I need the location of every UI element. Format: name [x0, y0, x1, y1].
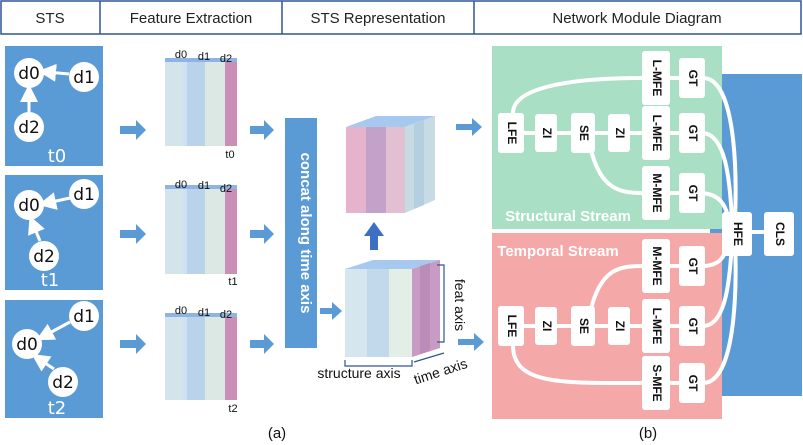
- module-top-mfe: M-MFE: [650, 246, 664, 285]
- sts-node-d0: d0: [16, 335, 38, 355]
- feature-time-label: t2: [228, 403, 237, 415]
- sts-node-d1: d1: [73, 185, 95, 205]
- temporal-connections: [511, 264, 680, 386]
- feature-col-d1: d1: [198, 51, 210, 63]
- feature-block-t0: d0 d1 d2 t0: [165, 49, 237, 161]
- module-gt: GT: [686, 70, 700, 87]
- header-feature-extraction: Feature Extraction: [130, 10, 253, 27]
- structural-modules: LFE ZI SE ZI L-MFE L-MFE M-MFE GT GT GT: [498, 51, 705, 220]
- arrows-feature-to-concat: [250, 120, 274, 354]
- module-zi: ZI: [613, 321, 627, 332]
- caption-b: (b): [639, 425, 657, 442]
- network-diagram: Structural Stream Temporal Stream: [492, 46, 802, 419]
- feature-block-t2: d0 d1 d2 t2: [165, 305, 238, 415]
- module-mid-mfe: L-MFE: [650, 115, 664, 152]
- feature-col-d2: d2: [220, 309, 232, 321]
- arrow-up: [364, 222, 384, 250]
- module-gt: GT: [686, 125, 700, 142]
- sts-node-d2: d2: [18, 118, 40, 138]
- module-cls: CLS: [773, 222, 787, 246]
- feature-col-d0: d0: [175, 305, 187, 317]
- feature-time-label: t1: [228, 276, 237, 288]
- header-sts: STS: [35, 10, 64, 27]
- concat-label: concat along time axis: [297, 153, 314, 314]
- sts-node-d0: d0: [18, 196, 40, 216]
- sts-panel-t2: d0 d1 d2 t2: [5, 300, 103, 419]
- module-gt: GT: [686, 375, 700, 392]
- sts-panel-t1: d0 d1 d2 t1: [5, 175, 103, 291]
- temporal-modules: LFE ZI SE ZI M-MFE L-MFE S-MFE GT GT GT: [498, 239, 705, 410]
- module-se: SE: [577, 125, 591, 141]
- feat-axis-label: feat axis: [452, 279, 468, 331]
- module-lfe: LFE: [505, 122, 519, 145]
- module-hfe: HFE: [731, 222, 745, 246]
- module-top-mfe: L-MFE: [650, 60, 664, 97]
- feature-block-t1: d0 d1 d2 t1: [165, 179, 238, 288]
- module-zi: ZI: [540, 321, 554, 332]
- concat-bar: concat along time axis: [285, 118, 317, 348]
- feature-col-d2: d2: [220, 53, 232, 65]
- module-gt: GT: [686, 258, 700, 275]
- module-zi: ZI: [540, 128, 554, 139]
- feature-col-d2: d2: [220, 183, 232, 195]
- arrows-sts-to-feature: [120, 120, 146, 354]
- module-gt: GT: [686, 185, 700, 202]
- header-bar: STS Feature Extraction STS Representatio…: [0, 0, 802, 35]
- feature-col-d1: d1: [198, 180, 210, 192]
- feature-col-d0: d0: [175, 49, 187, 61]
- module-bot-mfe: S-MFE: [650, 364, 664, 401]
- sts-node-d1: d1: [73, 307, 95, 327]
- module-lfe: LFE: [505, 315, 519, 338]
- module-mid-mfe: L-MFE: [650, 308, 664, 345]
- caption-a: (a): [268, 425, 286, 442]
- hfe-box: [722, 212, 752, 256]
- sts-node-d1: d1: [73, 68, 95, 88]
- module-bot-mfe: M-MFE: [650, 173, 664, 212]
- sts-panel-t0: d0 d1 d2 t0: [5, 46, 103, 167]
- feature-col-d0: d0: [175, 179, 187, 191]
- module-se: SE: [577, 318, 591, 334]
- structural-connections: [511, 76, 680, 195]
- temporal-stream-label: Temporal Stream: [497, 243, 618, 260]
- sts-node-d2: d2: [52, 373, 74, 393]
- module-zi: ZI: [613, 128, 627, 139]
- sts-node-d2: d2: [33, 247, 55, 267]
- structure-axis-label: structure axis: [317, 365, 400, 381]
- feature-time-label: t0: [225, 149, 234, 161]
- representation-cube: feat axis structure axis time axis: [317, 260, 469, 387]
- sts-node-d0: d0: [18, 64, 40, 84]
- sts-time-label: t1: [41, 270, 60, 291]
- header-sts-representation: STS Representation: [310, 10, 445, 27]
- header-network-module: Network Module Diagram: [552, 10, 721, 27]
- sts-time-label: t2: [48, 398, 67, 419]
- arrows-to-network: [456, 118, 484, 351]
- feature-col-d1: d1: [198, 307, 210, 319]
- arrow-concat-to-cube: [320, 302, 342, 320]
- cls-box: [764, 212, 794, 256]
- sts-time-label: t0: [48, 146, 67, 167]
- transformed-cube: [346, 116, 435, 213]
- structural-stream-label: Structural Stream: [505, 208, 631, 225]
- module-gt: GT: [686, 318, 700, 335]
